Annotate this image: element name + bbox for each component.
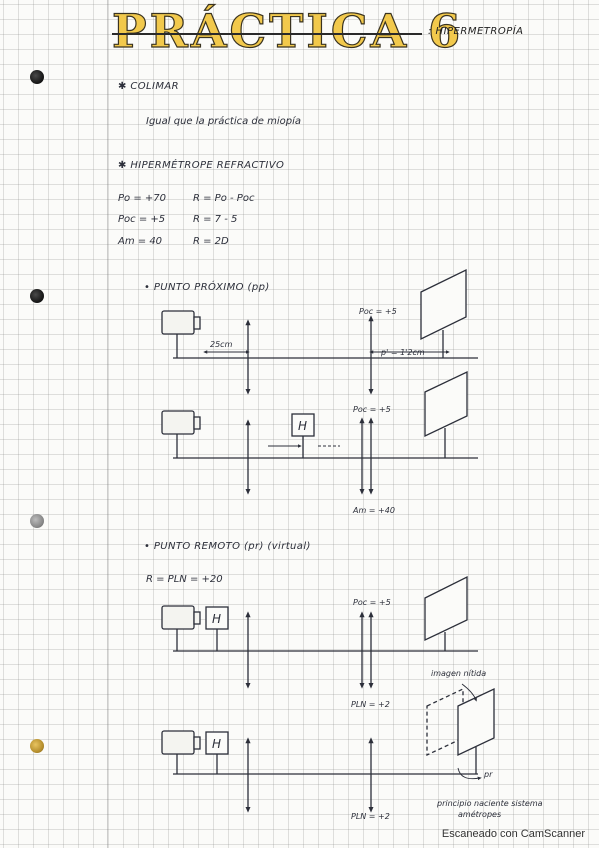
page-subtitle: : HIPERMETROPÍA <box>428 26 524 37</box>
label-pprime: p' = 1'2cm <box>381 348 425 357</box>
pp-diagram-2 <box>161 370 478 495</box>
section-heading-punto-remoto: • PUNTO REMOTO (pr) (virtual) <box>144 541 311 552</box>
equation-left-1: Po = +70 <box>118 193 166 204</box>
screen-icon <box>420 268 467 341</box>
section-heading-hipermetrope: ✱ HIPERMÉTROPE REFRACTIVO <box>118 160 285 171</box>
screen-icon <box>424 370 468 438</box>
label-imagen-nitida: imagen nítida <box>431 669 487 678</box>
page-title: PRÁCTICA 6 <box>111 3 464 58</box>
pp-diagram-1 <box>161 268 478 395</box>
binder-hole-1 <box>30 70 44 84</box>
label-poc-2: Poc = +5 <box>353 405 391 414</box>
label-ametropes: amétropes <box>458 810 502 819</box>
label-distance-25cm: 25cm <box>210 340 233 349</box>
label-h: H <box>298 419 307 433</box>
camera-icon <box>161 605 195 630</box>
equation-right-3: R = 2D <box>193 236 229 247</box>
equation-right-2: R = 7 - 5 <box>193 214 238 225</box>
label-poc-3: Poc = +5 <box>353 598 391 607</box>
title-strikethrough <box>112 33 422 35</box>
equation-left-2: Poc = +5 <box>118 214 166 225</box>
equation-left-3: Am = 40 <box>118 236 163 247</box>
label-h: H <box>212 612 221 626</box>
label-pln-1: PLN = +2 <box>351 700 390 709</box>
remoto-equation: R = PLN = +20 <box>146 574 223 585</box>
label-pln-2: PLN = +2 <box>351 812 390 821</box>
camera-icon <box>161 410 195 435</box>
binder-hole-2 <box>30 289 44 303</box>
label-principio: principio naciente sistema <box>437 799 543 808</box>
camera-icon <box>161 310 195 335</box>
label-pr: pr <box>484 770 493 779</box>
screen-icon <box>457 687 495 757</box>
pr-diagram-2 <box>161 683 495 813</box>
binder-hole-4 <box>30 739 44 753</box>
camera-icon <box>161 730 195 755</box>
label-am: Am = +40 <box>353 506 395 515</box>
equation-right-1: R = Po - Poc <box>193 193 255 204</box>
pr-diagram-1 <box>161 575 478 689</box>
margin-line <box>107 0 108 848</box>
screen-icon <box>424 575 468 642</box>
label-h: H <box>212 737 221 751</box>
scanner-watermark: Escaneado con CamScanner <box>441 828 585 840</box>
section-heading-punto-proximo: • PUNTO PRÓXIMO (pp) <box>144 282 270 293</box>
colimar-note: Igual que la práctica de miopía <box>146 116 301 127</box>
section-heading-colimar: ✱ COLIMAR <box>118 81 179 92</box>
label-poc-1: Poc = +5 <box>359 307 397 316</box>
binder-hole-3 <box>30 514 44 528</box>
